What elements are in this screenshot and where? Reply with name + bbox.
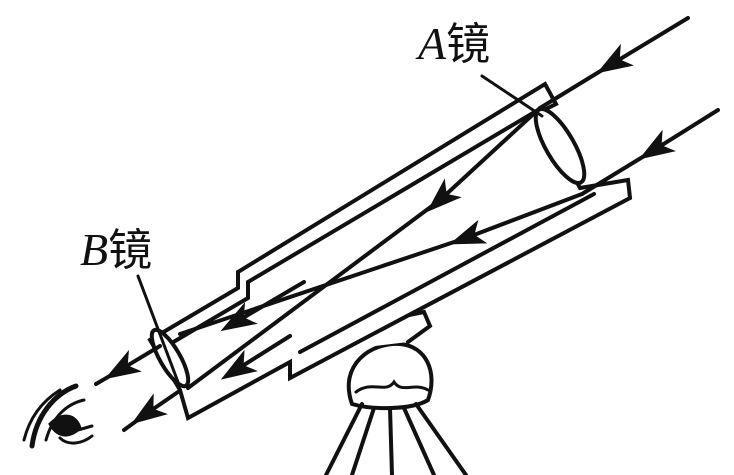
exit-ray-1	[104, 344, 162, 380]
after-b-ray-2	[220, 334, 292, 380]
tripod	[324, 341, 468, 475]
tripod-head-detail	[354, 379, 430, 394]
mirror-a-char: 镜	[446, 19, 491, 70]
tripod-leg-5	[414, 402, 468, 475]
reflected-ray-2	[449, 192, 584, 245]
leader-a	[480, 74, 544, 118]
mirror-a-letter: A	[418, 18, 447, 69]
tripod-leg-2	[350, 406, 376, 475]
mirror-b-char: 镜	[108, 225, 153, 276]
tripod-leg-4	[402, 406, 436, 475]
tripod-leg-3	[388, 406, 394, 475]
mirror-a-label: A镜	[418, 20, 490, 67]
exit-ray-1b	[94, 368, 122, 386]
incoming-ray-1b	[538, 62, 614, 110]
reflected-ray-1	[426, 106, 542, 213]
tube-inner-wall	[168, 108, 540, 346]
incoming-ray-2b	[580, 148, 656, 196]
incoming-ray-2	[638, 108, 720, 160]
exit-ray-2	[131, 390, 180, 425]
tripod-leg-1	[324, 402, 364, 475]
telescope-tube	[147, 81, 633, 421]
eye-icon	[22, 383, 94, 449]
incoming-ray-1	[596, 16, 690, 74]
exit-ray-2b	[122, 412, 148, 432]
mirror-b-letter: B	[80, 224, 109, 275]
light-rays	[94, 16, 720, 432]
mirror-b-label: B镜	[80, 226, 152, 273]
tube-inner-wall-2	[298, 192, 596, 354]
leader-b	[136, 274, 180, 384]
after-b-ray-1	[220, 280, 306, 332]
tripod-head	[346, 341, 434, 411]
